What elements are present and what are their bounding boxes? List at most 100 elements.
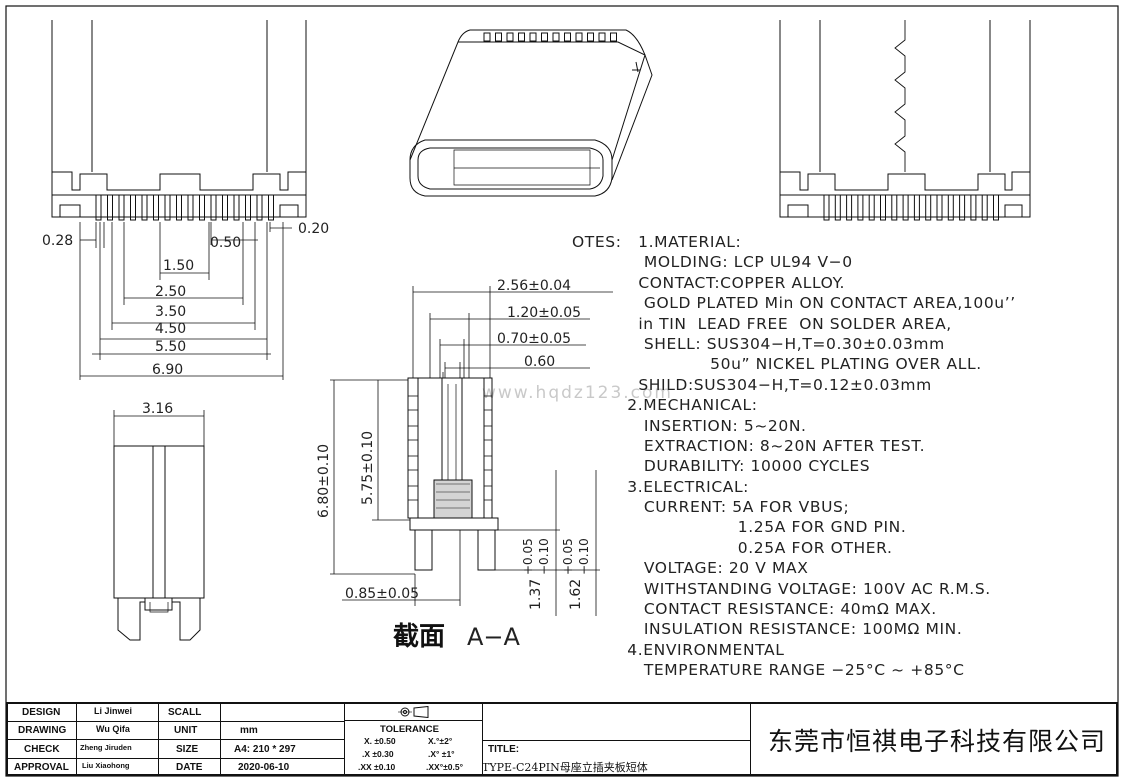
- label-approval: APPROVAL: [14, 762, 69, 773]
- label-check: CHECK: [24, 744, 60, 755]
- dim-2-50: 2.50: [155, 284, 186, 300]
- pin: [210, 194, 217, 221]
- iso-pin: [575, 32, 583, 42]
- section-dimensions: [330, 286, 613, 616]
- section-dim-text: 2.56±0.04 1.20±0.05 0.70±0.05 0.60 6.80±…: [316, 278, 591, 610]
- title-value: TYPE-C24PIN母座立插夹板短体: [482, 761, 648, 774]
- name-check: Zheng Jiruden: [80, 743, 132, 752]
- watermark: www.hqdz123.com: [482, 383, 673, 403]
- pin: [153, 194, 159, 221]
- pin: [823, 194, 830, 221]
- dim-5-50: 5.50: [155, 339, 186, 355]
- dim-3-16: 3.16: [142, 401, 173, 417]
- tol-angular-3: .XX°±0.5°: [426, 762, 463, 772]
- pin: [107, 194, 113, 221]
- projection-symbol-icon: [398, 706, 429, 718]
- note-line: DURABILITY: 10000 CYCLES: [572, 457, 871, 476]
- label-design: DESIGN: [22, 707, 61, 718]
- dim-6-80: 6.80±0.10: [316, 444, 332, 518]
- label-drawing: DRAWING: [18, 725, 67, 736]
- pin: [993, 194, 999, 221]
- pin: [245, 194, 251, 221]
- note-line: GOLD PLATED Min ON CONTACT AREA,100u’’: [572, 294, 1016, 313]
- value-unit: mm: [240, 725, 258, 736]
- pin: [959, 194, 966, 221]
- isometric-pins: [483, 32, 617, 42]
- dim-0-60: 0.60: [524, 354, 555, 370]
- pin: [118, 194, 125, 221]
- value-size: A4: 210 * 297: [234, 744, 296, 755]
- sheet-border: [5, 5, 1119, 777]
- iso-pin: [552, 32, 560, 42]
- dim-0-70: 0.70±0.05: [497, 331, 571, 347]
- dim-0-20: 0.20: [298, 221, 329, 237]
- note-line: CONTACT RESISTANCE: 40mΩ MAX.: [572, 600, 937, 619]
- pin: [141, 194, 148, 221]
- pin: [868, 194, 875, 221]
- note-line: SHELL: SUS304−H,T=0.30±0.03mm: [572, 334, 945, 353]
- pin: [936, 194, 943, 221]
- title-label: TITLE:: [488, 744, 520, 755]
- field-scall: SCALL: [168, 707, 202, 718]
- pin: [947, 194, 954, 221]
- dim-1-37-tol-minus: −0.10: [537, 538, 551, 575]
- pin: [176, 194, 182, 221]
- note-line: 0.25A FOR OTHER.: [572, 538, 893, 557]
- note-line: VOLTAGE: 20 V MAX: [572, 559, 809, 578]
- note-line: 1.25A FOR GND PIN.: [572, 518, 907, 537]
- pin: [268, 194, 274, 221]
- note-line: 3.ELECTRICAL:: [572, 477, 749, 496]
- pin: [95, 194, 102, 221]
- pin: [913, 194, 920, 221]
- dim-3-50: 3.50: [155, 304, 186, 320]
- notes-block: OTES: 1.MATERIAL: MOLDING: LCP UL94 V−0 …: [572, 232, 1016, 681]
- back-pins: [823, 194, 999, 221]
- dim-1-37: 1.37: [528, 579, 544, 610]
- pin: [925, 194, 932, 221]
- pin: [891, 194, 898, 221]
- name-approval: Liu Xiaohong: [82, 761, 130, 770]
- note-line: OTES: 1.MATERIAL:: [572, 233, 742, 251]
- dim-1-62: 1.62: [568, 579, 584, 610]
- front-view: [51, 20, 307, 221]
- note-line: CURRENT: 5A FOR VBUS;: [572, 498, 850, 517]
- note-line: 4.ENVIRONMENTAL: [572, 640, 785, 659]
- back-view: [779, 20, 1031, 221]
- dim-1-50: 1.50: [163, 258, 194, 274]
- dim-1-62-tol-minus: −0.10: [577, 538, 591, 575]
- note-line: INSULATION RESISTANCE: 100MΩ MIN.: [572, 620, 963, 639]
- name-drawing: Wu Qifa: [96, 724, 130, 734]
- pin: [199, 194, 205, 221]
- iso-pin: [541, 32, 548, 42]
- company-name: 东莞市恒祺电子科技有限公司: [767, 727, 1106, 756]
- dim-1-20: 1.20±0.05: [507, 305, 581, 321]
- note-line: in TIN LEAD FREE ON SOLDER AREA,: [572, 314, 952, 333]
- pin: [880, 194, 886, 221]
- front-pins: [95, 194, 274, 221]
- dim-4-50: 4.50: [155, 321, 186, 337]
- tol-linear-3: .XX ±0.10: [358, 762, 396, 772]
- front-view-dimensions: [79, 222, 292, 380]
- pin: [256, 194, 263, 221]
- iso-pin: [518, 32, 525, 42]
- tol-linear-2: .X ±0.30: [362, 749, 394, 759]
- iso-pin: [483, 32, 491, 42]
- iso-pin: [610, 32, 617, 42]
- tol-linear-1: X. ±0.50: [364, 736, 396, 746]
- pin: [233, 194, 240, 221]
- iso-pin: [587, 32, 594, 42]
- note-line: 50u” NICKEL PLATING OVER ALL.: [572, 355, 982, 374]
- dim-1-37-tol-plus: +0.05: [521, 538, 535, 575]
- name-design: Li Jinwei: [94, 706, 133, 716]
- dim-0-85: 0.85±0.05: [345, 586, 419, 602]
- iso-pin: [564, 32, 571, 42]
- note-line: CONTACT:COPPER ALLOY.: [572, 273, 846, 292]
- tol-angular-1: X.°±2°: [428, 736, 453, 746]
- iso-pin: [529, 32, 537, 42]
- tolerance-header: TOLERANCE: [380, 724, 439, 735]
- field-size: SIZE: [176, 744, 199, 755]
- title-block: DESIGN DRAWING CHECK APPROVAL Li Jinwei …: [6, 702, 1118, 776]
- note-line: 2.MECHANICAL:: [572, 396, 758, 415]
